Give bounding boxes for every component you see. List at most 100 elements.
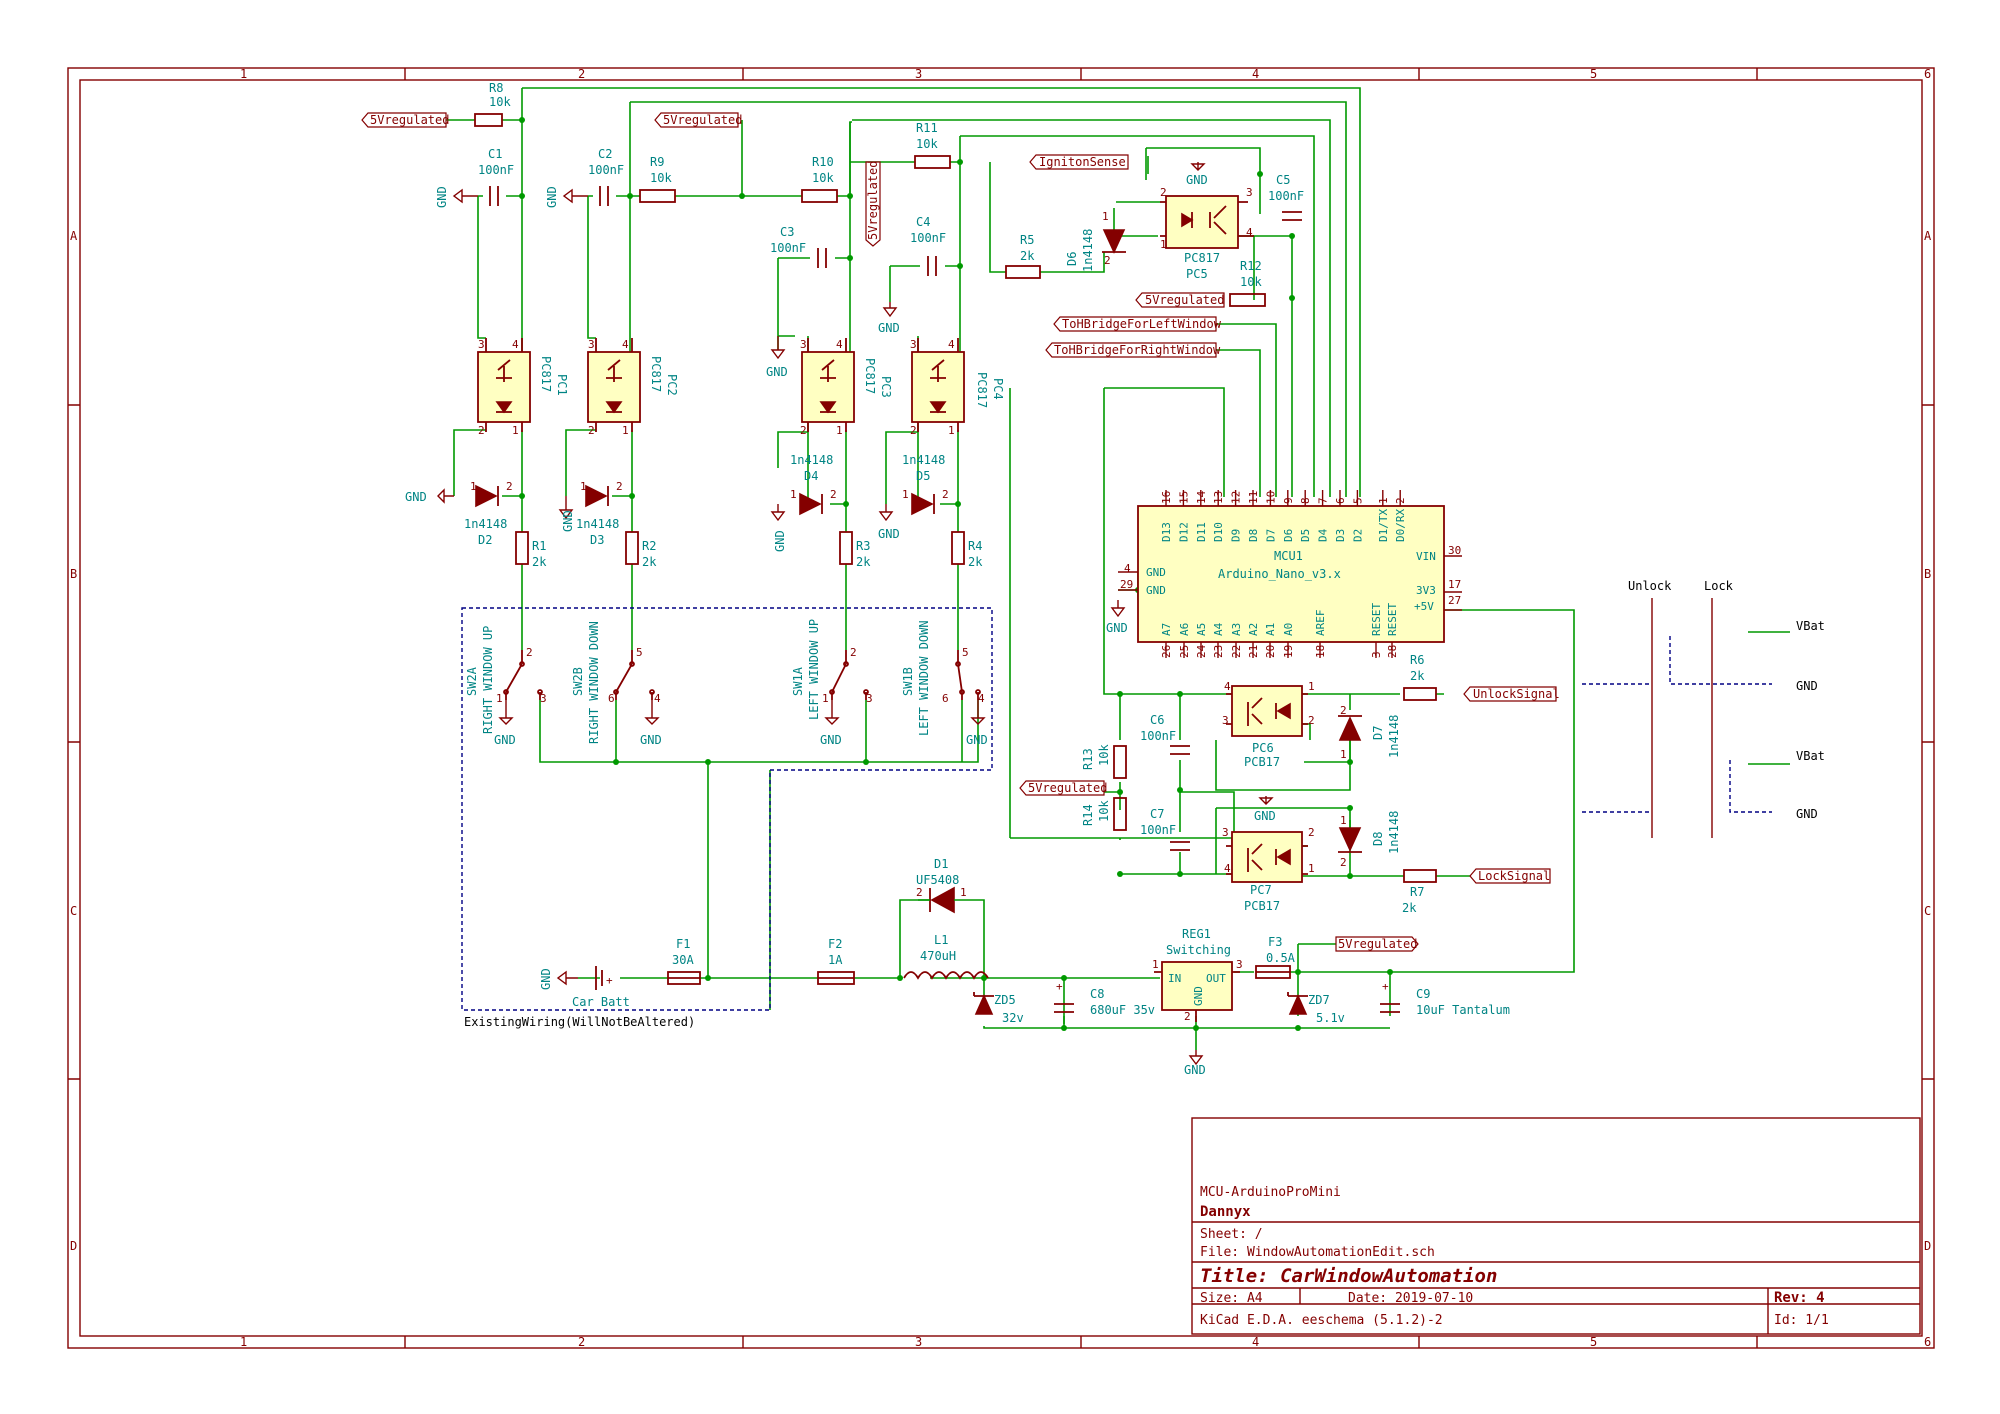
svg-text:10uF Tantalum: 10uF Tantalum (1416, 1003, 1510, 1017)
svg-text:R14: R14 (1081, 804, 1095, 826)
optocoupler-pc1: 3 4 2 1 PC817 PC1 (477, 338, 569, 437)
svg-text:3: 3 (1246, 186, 1253, 199)
label-hbridge-right: ToHBridgeForRightWindow (1045, 342, 1221, 358)
svg-text:L1: L1 (934, 933, 948, 947)
svg-text:4: 4 (978, 692, 985, 705)
mcu-ref: MCU1 (1274, 549, 1303, 563)
svg-text:1: 1 (1160, 238, 1167, 251)
svg-text:1: 1 (580, 480, 587, 493)
svg-text:2: 2 (1308, 826, 1315, 839)
mcu-pin-num: 5 (1351, 497, 1364, 504)
svg-text:+: + (1382, 980, 1389, 993)
svg-text:100nF: 100nF (478, 163, 514, 177)
mcu-pin-num: 30 (1448, 544, 1461, 557)
mcu-pin-num: 2 (1394, 497, 1407, 504)
mcu-pin-num: 19 (1282, 645, 1295, 658)
mcu-pin-num: 20 (1264, 645, 1277, 658)
svg-text:3: 3 (866, 692, 873, 705)
svg-text:GND: GND (1186, 173, 1208, 187)
col-label: 3 (915, 67, 922, 81)
svg-text:R2: R2 (642, 539, 656, 553)
svg-text:R8: R8 (489, 81, 503, 95)
gnd-symbol: GND (1106, 600, 1128, 635)
legend-gnd: GND (1796, 679, 1818, 693)
svg-text:2k: 2k (1410, 669, 1425, 683)
capacitor-c2: C2 100nF (588, 147, 624, 206)
svg-text:SW2B: SW2B (571, 667, 585, 696)
svg-text:1: 1 (948, 424, 955, 437)
tb-sheet: Sheet: / (1200, 1227, 1263, 1242)
switch-sw1b: 6 5 4 SW1B LEFT WINDOW DOWN (901, 620, 985, 736)
svg-text:RIGHT WINDOW UP: RIGHT WINDOW UP (481, 626, 495, 734)
optocoupler-pc5: 2 1 3 4 PC817 PC5 (1160, 186, 1254, 281)
svg-text:LEFT WINDOW UP: LEFT WINDOW UP (807, 619, 821, 720)
mcu-pin-num: 29 (1120, 578, 1133, 591)
mcu-pin-num: 27 (1448, 594, 1461, 607)
existing-wiring-box: ExistingWiring(WillNotBeAltered) (461, 607, 993, 1029)
svg-text:2k: 2k (1402, 901, 1417, 915)
mcu-bottom-pins: A726A625A524A423A322A221A120A019AREF18RE… (1160, 603, 1399, 658)
label-ignitionsense: IgnitonSense (1029, 154, 1129, 170)
svg-text:PC1: PC1 (555, 374, 569, 396)
gnd-symbol: GND (1186, 162, 1208, 187)
row-label: D (70, 1239, 77, 1253)
mcu-pin-label: D7 (1264, 529, 1277, 542)
mcu-pin-5v: +5V (1414, 600, 1434, 613)
svg-text:3: 3 (1236, 958, 1243, 971)
col-label: 4 (1252, 67, 1259, 81)
svg-text:1n4148: 1n4148 (464, 517, 507, 531)
svg-text:GND: GND (966, 733, 988, 747)
svg-text:10k: 10k (812, 171, 834, 185)
svg-text:6: 6 (942, 692, 949, 705)
svg-text:2: 2 (616, 480, 623, 493)
svg-text:C3: C3 (780, 225, 794, 239)
diode-d2: 1 2 1n4148 D2 (464, 480, 513, 547)
svg-text:2: 2 (1160, 186, 1167, 199)
optocoupler-pc3: 3 4 2 1 PC817 PC3 (800, 338, 893, 437)
diodes: 1 2 1n4148 D2 1 2 1n4148 D3 1 2 1n4148 D… (464, 210, 1401, 1025)
svg-text:C7: C7 (1150, 807, 1164, 821)
fuse-f3: F3 0.5A (1255, 935, 1296, 979)
svg-text:2: 2 (942, 488, 949, 501)
svg-text:1: 1 (1102, 210, 1109, 223)
svg-text:5Vregulated: 5Vregulated (1028, 781, 1107, 795)
svg-text:R6: R6 (1410, 653, 1424, 667)
mcu-pin-num: 17 (1448, 578, 1461, 591)
svg-text:2: 2 (850, 646, 857, 659)
legend-unlock: Unlock (1628, 579, 1672, 593)
gnd-symbol: GND (766, 336, 788, 379)
svg-text:2: 2 (830, 488, 837, 501)
svg-text:470uH: 470uH (920, 949, 956, 963)
existing-wiring-label: ExistingWiring(WillNotBeAltered) (464, 1015, 695, 1029)
svg-text:GND: GND (545, 186, 559, 208)
col-label: 1 (240, 1335, 247, 1349)
svg-text:4: 4 (948, 338, 955, 351)
capacitor-c8: + C8 680uF 35v (1054, 980, 1155, 1017)
fuse-f2: F2 1A (817, 937, 855, 985)
mcu-pin-label: D0/RX (1394, 509, 1407, 542)
col-label: 6 (1924, 1335, 1931, 1349)
sheet-frame: 1 2 3 4 5 6 1 2 3 4 5 6 A B C D A B C D (67, 67, 1935, 1349)
svg-text:1: 1 (902, 488, 909, 501)
mcu-pin-num: 6 (1334, 497, 1347, 504)
legend-lock: Lock (1704, 579, 1734, 593)
mcu-pin-label: D12 (1177, 522, 1190, 542)
resistor-r1: R1 2k (515, 531, 547, 569)
tb-date: Date: 2019-07-10 (1348, 1291, 1473, 1306)
gnd-symbol: GND (878, 302, 900, 335)
svg-text:10k: 10k (1240, 275, 1262, 289)
svg-text:C6: C6 (1150, 713, 1164, 727)
svg-text:2: 2 (526, 646, 533, 659)
tb-file: File: WindowAutomationEdit.sch (1200, 1245, 1435, 1260)
junctions (519, 117, 1393, 1031)
switches: 1 2 3 SW2A RIGHT WINDOW UP 6 5 4 SW2B RI… (465, 619, 985, 744)
svg-text:GND: GND (561, 510, 575, 532)
col-label: 1 (240, 67, 247, 81)
svg-text:1: 1 (836, 424, 843, 437)
svg-text:D2: D2 (478, 533, 492, 547)
svg-text:4: 4 (1224, 862, 1231, 875)
tb-id: Id: 1/1 (1774, 1313, 1829, 1328)
fuse-f1: F1 30A (667, 937, 701, 985)
mcu-pin-label: D1/TX (1377, 509, 1390, 542)
power-section: + Car Batt F1 30A F2 1A F3 0.5A L1 470uH (572, 927, 1296, 1023)
